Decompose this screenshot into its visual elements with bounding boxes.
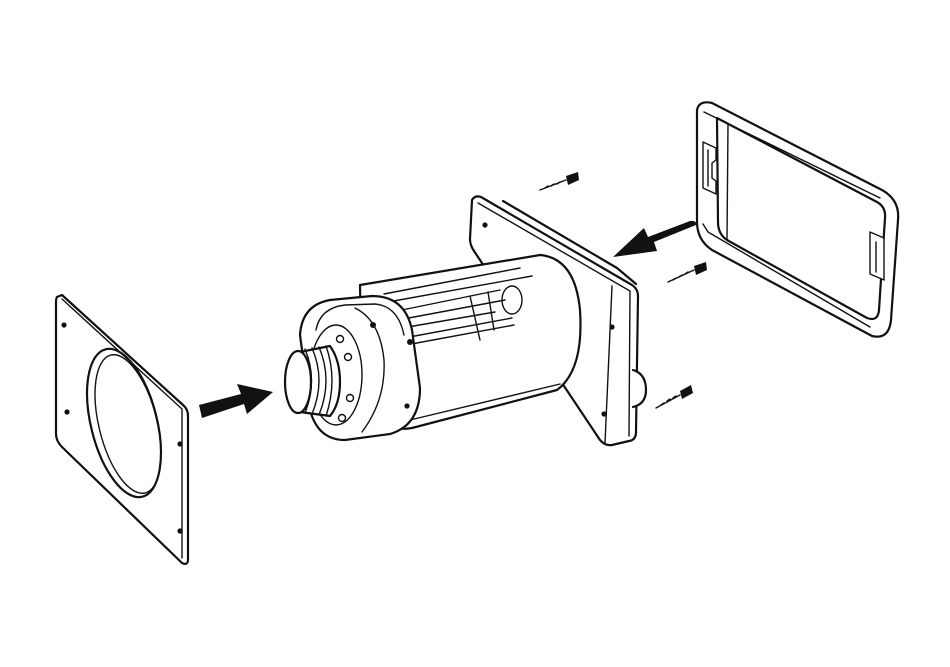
- assembly-arrow-right: [613, 221, 696, 257]
- trim-frame: [697, 102, 898, 336]
- gasket-plate: [56, 295, 188, 564]
- screw-hole: [177, 528, 182, 533]
- screw-hole: [177, 441, 182, 446]
- mounting-screw: [540, 172, 579, 190]
- assembly-arrow-left: [199, 384, 273, 418]
- screw-hole: [64, 409, 69, 414]
- mounting-screw: [668, 262, 707, 282]
- mounting-screw: [656, 385, 693, 408]
- motor-housing: [285, 196, 646, 445]
- screw-hole: [61, 322, 66, 327]
